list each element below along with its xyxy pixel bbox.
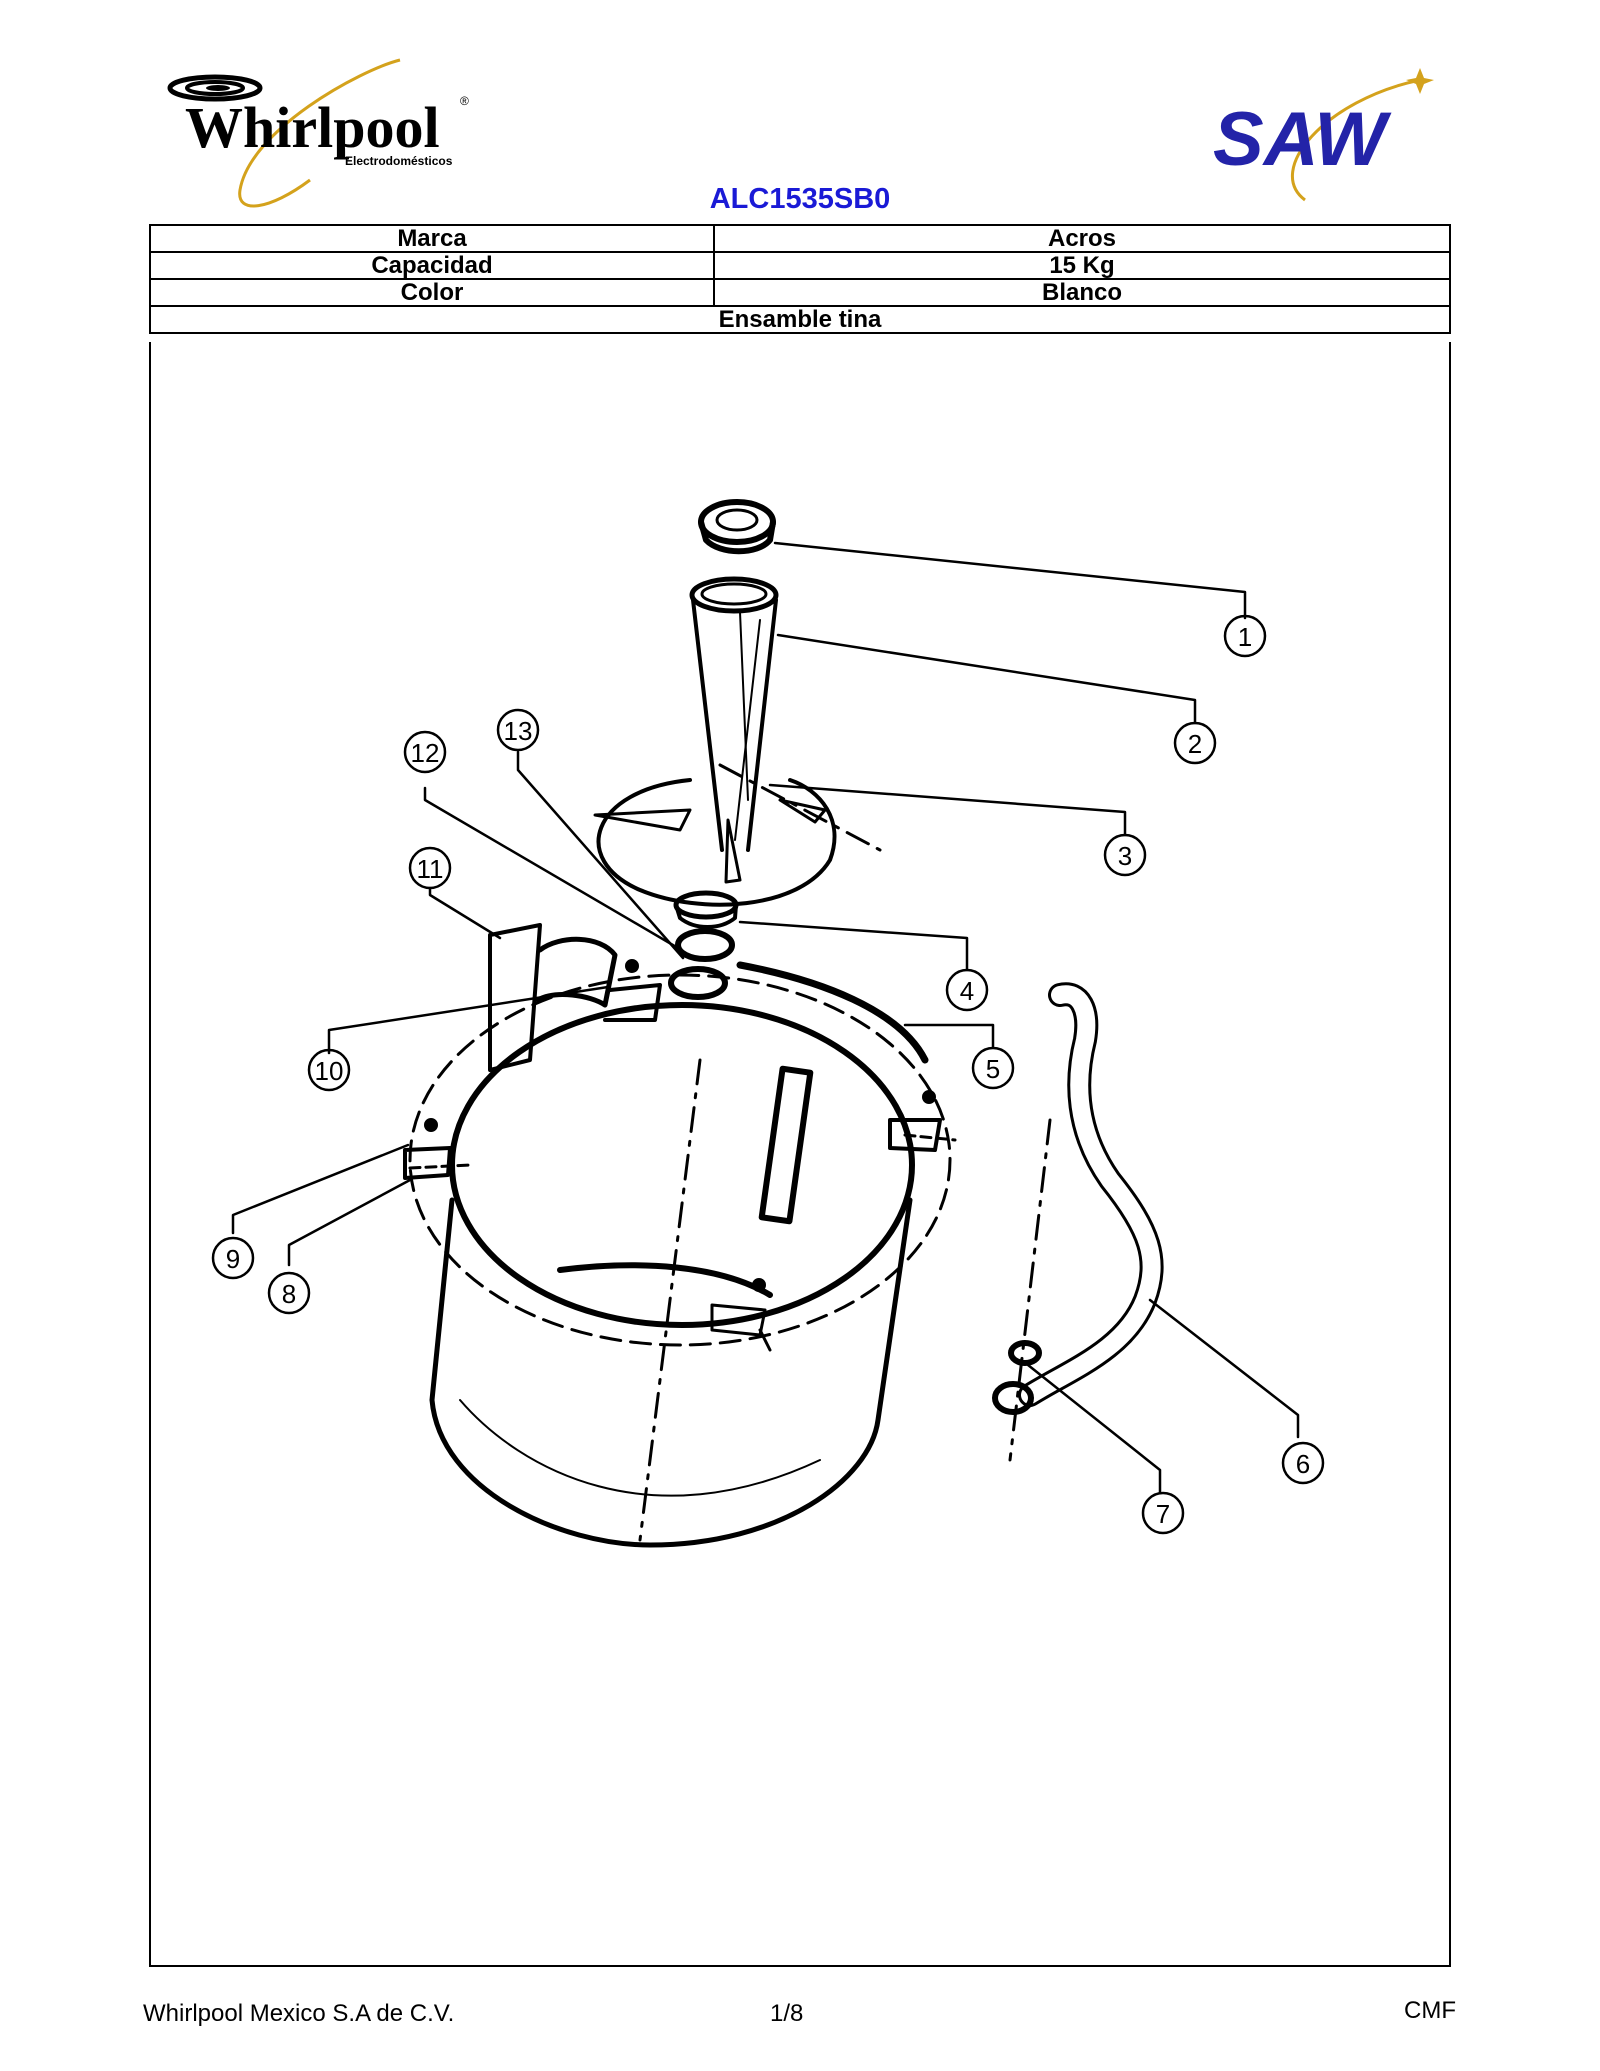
part-nut: [673, 890, 739, 929]
table-row: Color Blanco: [149, 278, 1451, 307]
diagram-frame: [149, 342, 1451, 1967]
table-row: Marca Acros: [149, 224, 1451, 253]
part-bracket: [488, 923, 662, 1072]
spec-value: Acros: [713, 224, 1451, 253]
section-title: Ensamble tina: [149, 305, 1451, 334]
spec-label: Marca: [149, 224, 715, 253]
footer-company: Whirlpool Mexico S.A de C.V.: [143, 2000, 455, 2027]
part-washer: [668, 966, 728, 1000]
callout-label: 2: [1188, 729, 1202, 759]
part-washer: [675, 928, 735, 962]
table-row: Ensamble tina: [149, 305, 1451, 334]
callout-label: 9: [226, 1244, 240, 1274]
callout-circles: [211, 614, 1325, 1535]
spec-value: Blanco: [713, 278, 1451, 307]
part-fitting: [992, 1340, 1042, 1415]
callout-label: 10: [315, 1056, 344, 1086]
part-cap: [698, 499, 776, 555]
table-row: Capacidad 15 Kg: [149, 251, 1451, 280]
spec-label: Capacidad: [149, 251, 715, 280]
part-ring-segment: [736, 961, 929, 1064]
model-title: ALC1535SB0: [709, 183, 891, 215]
callout-label: 7: [1156, 1499, 1170, 1529]
part-agitator: [593, 576, 882, 907]
callout-label: 8: [282, 1279, 296, 1309]
whirlpool-wordmark: Whirlpool: [185, 95, 440, 160]
whirlpool-logo: Whirlpool ® Electrodomésticos: [167, 58, 469, 208]
callout-label: 3: [1118, 841, 1132, 871]
svg-text:®: ®: [460, 94, 469, 108]
callout-label: 13: [504, 716, 533, 746]
leader-lines: [231, 541, 1300, 1495]
callout-label: 11: [417, 854, 444, 884]
part-bolts: [403, 959, 942, 1292]
callout-label: 1: [1238, 622, 1252, 652]
callout-label: 6: [1296, 1449, 1310, 1479]
whirlpool-subtitle: Electrodomésticos: [345, 154, 453, 168]
callout-label: 4: [960, 976, 974, 1006]
callout-label: 12: [411, 738, 440, 768]
saw-wordmark: SAW: [1213, 97, 1392, 182]
spec-value: 15 Kg: [713, 251, 1451, 280]
saw-logo: SAW: [1213, 68, 1434, 202]
spec-table: Marca Acros Capacidad 15 Kg Color Blanco…: [149, 224, 1451, 334]
part-tub: [408, 973, 957, 1548]
callout-label: 5: [986, 1054, 1000, 1084]
page-number: 1/8: [770, 2000, 804, 2027]
spec-label: Color: [149, 278, 715, 307]
part-hose: [1008, 982, 1164, 1462]
footer-code: CMF: [1404, 1997, 1456, 2024]
